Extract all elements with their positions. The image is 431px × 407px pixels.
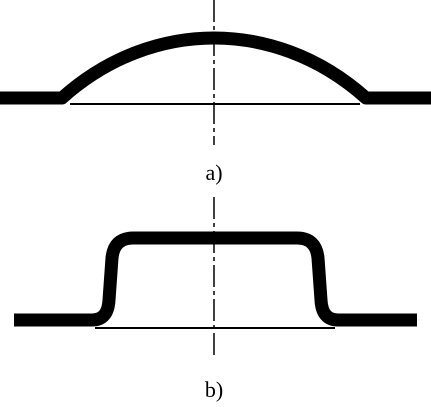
- panel-b: b): [14, 197, 417, 402]
- panel-a-dome-profile: [0, 31, 431, 105]
- panel-a: a): [0, 0, 431, 185]
- panel-b-caption: b): [205, 377, 223, 402]
- panel-a-caption: a): [205, 160, 222, 185]
- panel-b-boss-profile: [14, 231, 417, 327]
